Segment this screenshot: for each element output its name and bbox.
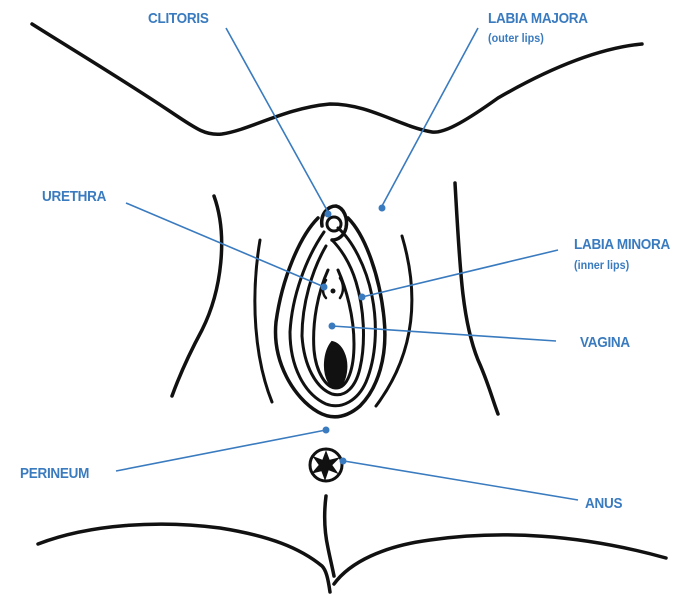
right-groin-crease [376, 236, 412, 406]
clitoris-label: CLITORIS [148, 11, 209, 26]
clitoral-hood [322, 206, 347, 240]
urethra-marker [321, 284, 328, 291]
right-thigh-outline [455, 183, 498, 414]
right-buttock-outline [334, 535, 666, 584]
labia-minora-marker [359, 294, 366, 301]
labia-majora-leader [382, 28, 478, 206]
waist-outline [32, 24, 642, 134]
labia-majora-label: LABIA MAJORA [488, 11, 588, 26]
anus-mark [314, 453, 337, 478]
anus-marker [340, 458, 347, 465]
left-buttock-outline [38, 524, 330, 592]
clitoris-leader [226, 28, 328, 212]
labia-minora-note: (inner lips) [574, 259, 629, 271]
vagina-marker [329, 323, 336, 330]
gluteal-cleft [325, 496, 334, 576]
vagina-leader [332, 326, 556, 341]
labia-majora-note: (outer lips) [488, 32, 544, 44]
urethra-opening [331, 289, 336, 294]
labia-minora-label: LABIA MINORA [574, 237, 670, 252]
anus-leader [344, 461, 578, 500]
clitoris-marker [325, 211, 332, 218]
vaginal-opening [325, 342, 346, 388]
clitoris-glans [327, 217, 341, 231]
anus-label: ANUS [585, 496, 622, 511]
urethra-label: URETHRA [42, 189, 106, 204]
labia-majora-marker [379, 205, 386, 212]
perineum-label: PERINEUM [20, 466, 89, 481]
vagina-label: VAGINA [580, 335, 630, 350]
urethra-leader [126, 203, 322, 286]
perineum-marker [323, 427, 330, 434]
perineum-leader [116, 430, 326, 471]
